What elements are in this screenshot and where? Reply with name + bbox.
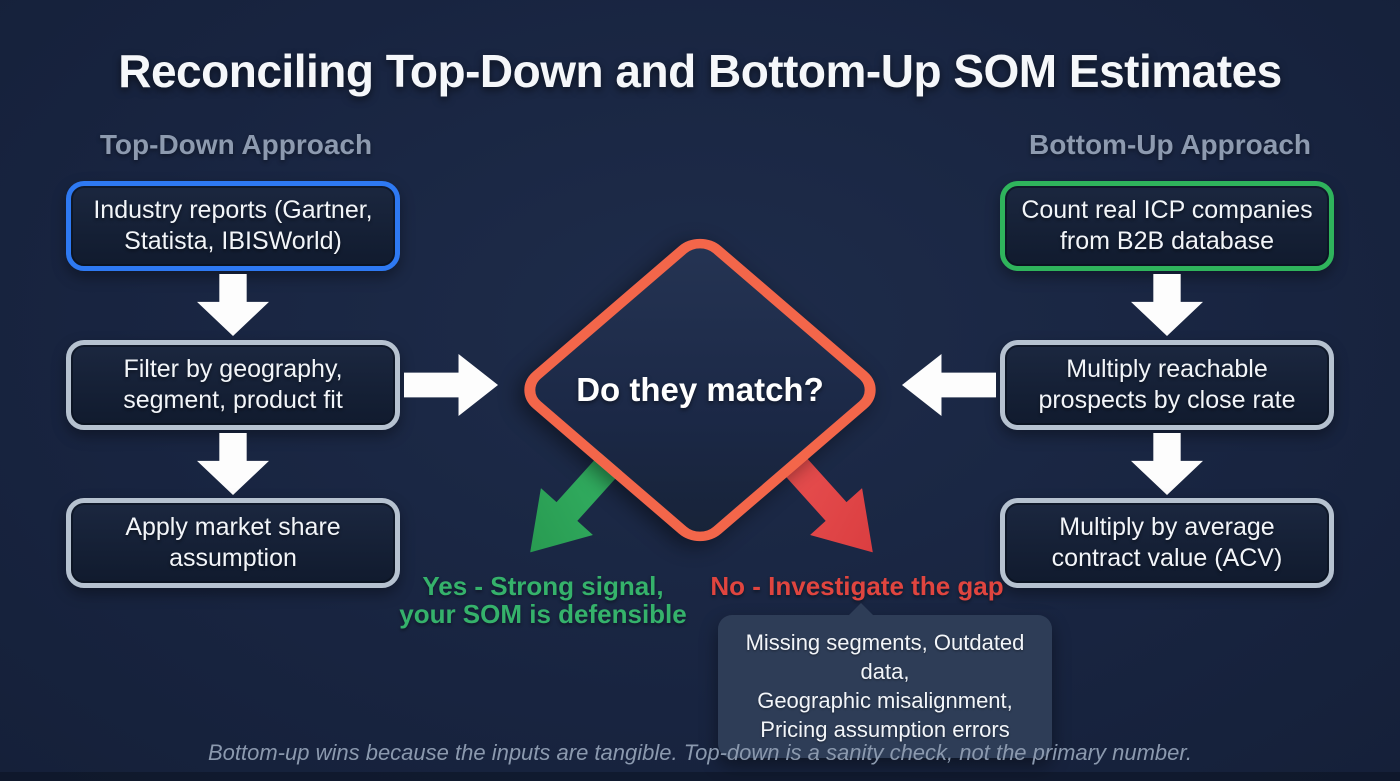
top-down-step-3-line1: Apply market share	[125, 513, 341, 541]
yes-outcome-line1: Yes - Strong signal,	[422, 571, 664, 601]
bottom-up-header: Bottom-Up Approach	[1028, 129, 1312, 160]
gap-reasons-callout: Missing segments, Outdated data, Geograp…	[718, 603, 1052, 758]
top-down-step-1: Industry reports (Gartner, Statista, IBI…	[66, 181, 400, 271]
footer-note: Bottom-up wins because the inputs are ta…	[207, 740, 1192, 765]
top-down-step-3: Apply market share assumption	[66, 498, 400, 588]
gap-reason-line1: Missing segments, Outdated data,	[745, 630, 1025, 684]
top-down-step-2: Filter by geography, segment, product fi…	[66, 340, 400, 430]
down-arrow-icon	[1131, 433, 1203, 495]
top-down-step-2-line1: Filter by geography,	[123, 355, 343, 383]
bottom-up-step-2: Multiply reachable prospects by close ra…	[1000, 340, 1334, 430]
no-outcome-label: No - Investigate the gap	[710, 571, 1004, 601]
top-down-step-1-line2: Statista, IBISWorld)	[124, 227, 342, 255]
top-down-step-2-line2: segment, product fit	[123, 386, 343, 414]
down-arrow-icon	[197, 433, 269, 495]
down-arrow-icon	[1131, 274, 1203, 336]
yes-outcome-line2: your SOM is defensible	[399, 599, 687, 629]
bottom-up-step-3: Multiply by average contract value (ACV)	[1000, 498, 1334, 588]
left-arrow-icon	[902, 354, 996, 416]
bottom-up-step-3-line2: contract value (ACV)	[1051, 544, 1283, 572]
bottom-up-step-1-line2: from B2B database	[1059, 227, 1274, 255]
top-down-step-3-line2: assumption	[169, 544, 297, 572]
page-title: Reconciling Top-Down and Bottom-Up SOM E…	[118, 45, 1282, 97]
gap-reason-line2: Geographic misalignment,	[757, 688, 1013, 713]
bottom-edge-shadow	[0, 772, 1400, 781]
bottom-up-step-1-line1: Count real ICP companies	[1021, 196, 1313, 224]
bottom-up-step-2-line1: Multiply reachable	[1066, 355, 1268, 383]
yes-outcome-label: Yes - Strong signal, your SOM is defensi…	[343, 572, 743, 628]
bottom-up-step-2-line2: prospects by close rate	[1038, 386, 1296, 414]
bottom-up-step-3-line1: Multiply by average	[1059, 513, 1275, 541]
right-arrow-icon	[404, 354, 498, 416]
down-arrow-icon	[197, 274, 269, 336]
decision-question: Do they match?	[576, 371, 824, 408]
gap-reason-line3: Pricing assumption errors	[760, 717, 1010, 742]
bottom-up-step-1: Count real ICP companies from B2B databa…	[1000, 181, 1334, 271]
top-down-header: Top-Down Approach	[99, 129, 373, 160]
top-down-step-1-line1: Industry reports (Gartner,	[93, 196, 373, 224]
